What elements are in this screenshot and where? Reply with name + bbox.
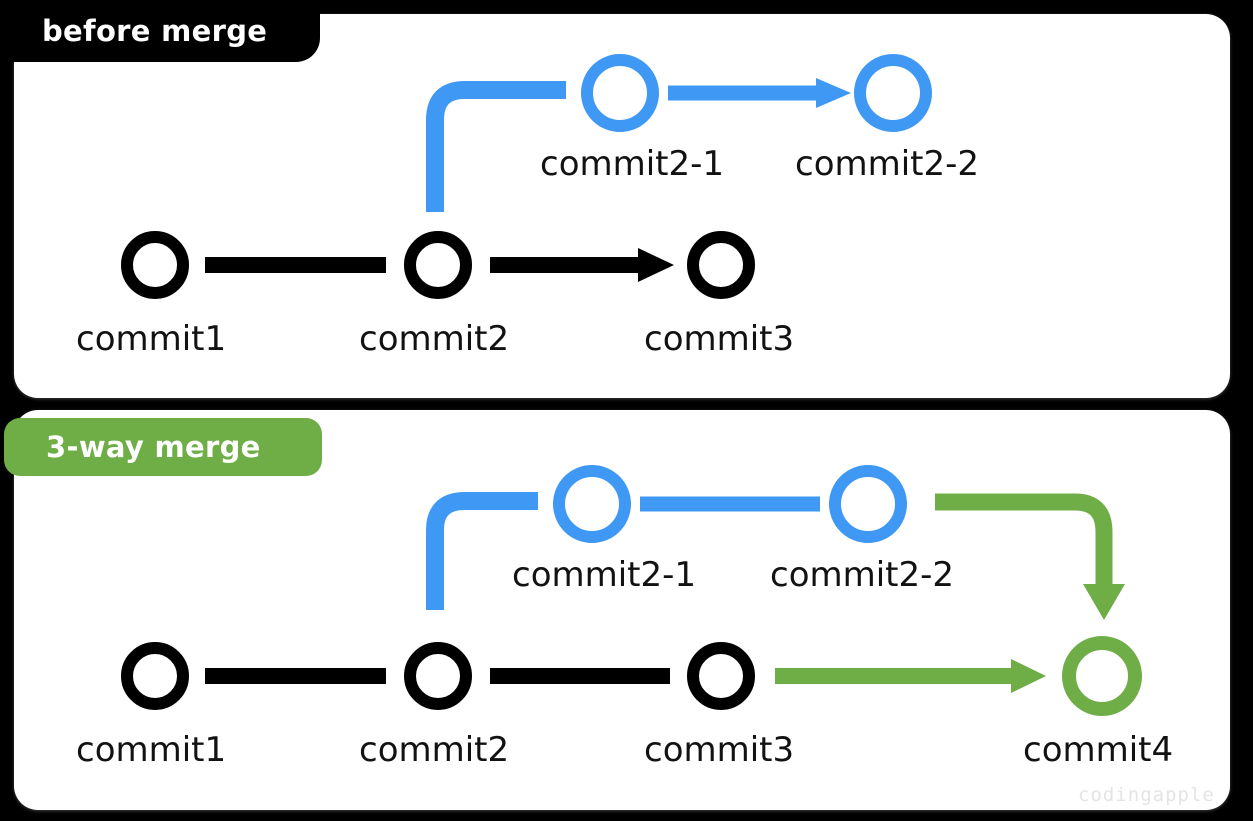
watermark: codingapple: [1078, 784, 1215, 806]
label2-commit2-1: commit2-1: [512, 555, 697, 595]
label-commit3: commit3: [644, 319, 795, 359]
label-commit2-1: commit2-1: [540, 144, 725, 184]
label-commit4: commit4: [1023, 730, 1174, 770]
label2-commit1: commit1: [76, 730, 227, 770]
label2-commit2-2: commit2-2: [770, 555, 955, 595]
label2-commit3: commit3: [644, 730, 795, 770]
label2-commit2: commit2: [359, 730, 510, 770]
section-tab-before-merge: before merge: [0, 0, 320, 62]
section-tab-three-way-merge: 3-way merge: [4, 418, 322, 476]
label-commit2-2: commit2-2: [795, 144, 980, 184]
label-commit2: commit2: [359, 319, 510, 359]
label-commit1: commit1: [76, 319, 227, 359]
